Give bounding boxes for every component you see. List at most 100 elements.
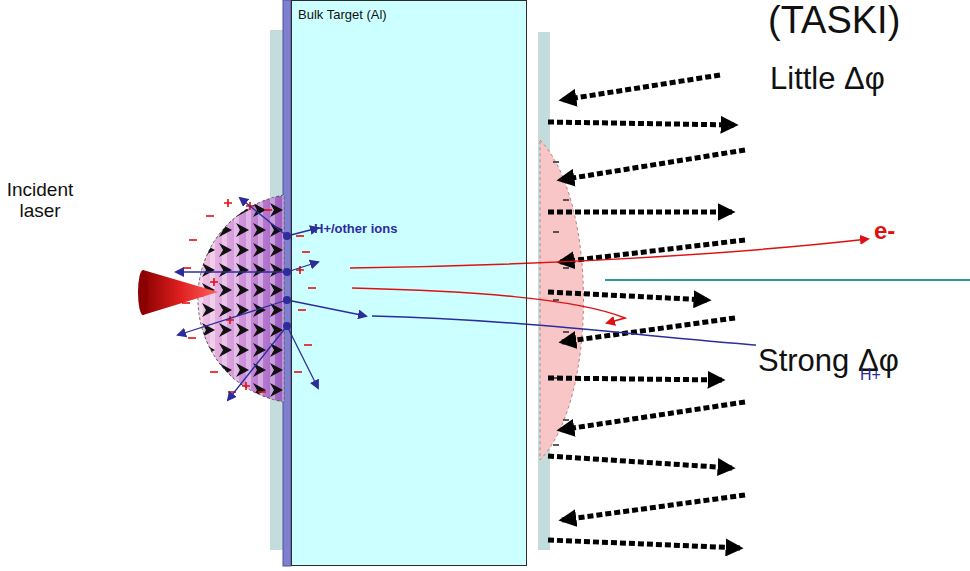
proton-label: H+ [860,366,881,384]
plasma-wave-symbol [236,283,249,297]
plasma-wave-symbol [219,243,232,257]
charge-sign [189,239,197,241]
plasma-wave-symbol [270,223,283,237]
plasma-wave-symbol [202,263,215,277]
field-arrow [548,122,735,125]
plasma-wave-symbol [270,383,283,397]
plasma-wave-symbol [236,383,249,397]
ion-arrow [176,271,287,272]
plasma-wave-symbol [253,363,266,377]
plasma-wave-symbol [219,363,232,377]
charge-sign [308,287,316,289]
plasma-wave-symbol [236,243,249,257]
charge-sign [224,199,232,207]
plasma-wave-symbol [219,383,232,397]
charge-sign [296,235,304,237]
plasma-wave-symbol [236,403,249,417]
plasma-pattern [198,190,287,417]
plasma-stripe [222,190,227,410]
heading-tag: (TASKI) [768,0,900,42]
plasma-wave-symbol [236,263,249,277]
field-arrow [548,378,722,380]
charge-sign [242,382,250,390]
plasma-wave-symbol [270,263,283,277]
ion-arrow [240,198,287,236]
plasma-wave-symbol [219,303,232,317]
field-arrow [560,240,745,262]
charge-signs [182,162,569,445]
plasma-wave-symbol [270,243,283,257]
ion-arrow [228,326,287,400]
field-arrow [560,150,745,180]
field-arrow [548,456,732,468]
charge-sign [210,371,218,373]
field-arrow [560,402,745,430]
laser-label: Incident laser [2,180,78,222]
charge-sign [563,267,569,269]
charge-sign [298,309,306,311]
charge-sign [188,337,196,339]
plasma-wave-symbol [219,283,232,297]
plasma-wave-symbol [236,343,249,357]
plasma-stripe [258,190,263,410]
field-arrow [562,75,720,100]
charge-sign [553,161,559,163]
front-contaminant-layer [270,30,283,550]
charge-sign [294,371,302,373]
charge-sign [553,299,559,301]
plasma-wave-symbol [270,283,283,297]
plasma-wave-symbol [202,383,215,397]
plasma-wave-symbol [253,403,266,417]
plasma-wave-symbol [219,343,232,357]
plasma-stripe [210,190,215,410]
laser-cone-base [138,270,148,315]
charge-sign [264,209,272,211]
field-arrow [562,495,745,520]
plasma-wave-symbol [219,323,232,337]
plasma-wave-symbol [253,383,266,397]
plasma-wave-symbol [253,223,266,237]
plasma-stripe [234,190,239,410]
charge-sign [210,278,218,286]
plasma-wave-symbol [236,323,249,337]
field-label: Little Δφ [768,62,887,96]
plasma-wave-symbol [270,363,283,377]
plasma-wave-symbol [253,263,266,277]
plasma-wave-symbol [270,403,283,417]
ion-arrow [287,300,366,316]
plasma-wave-symbol [253,283,266,297]
laser-cone [143,270,218,315]
charge-sign [553,231,559,233]
charge-sign [258,391,266,393]
ion-dot [283,232,291,240]
plasma-wave-symbol [202,303,215,317]
field-arrows [548,75,745,548]
plasma-wave-symbol [219,263,232,277]
plasma-wave-symbol [219,403,232,417]
charge-sign [553,444,559,446]
field-arrow [548,540,740,548]
plasma-wave-symbol [270,323,283,337]
plasma-wave-symbol [202,203,215,217]
ion-dot [283,296,291,304]
axis-line [605,279,970,281]
plasma-wave-symbol [236,363,249,377]
charge-sign [304,344,312,346]
target-bulk-fill [291,0,527,566]
field-arrow [548,292,708,300]
charge-sign [563,331,569,333]
ion-arrow [178,300,287,335]
plasma-wave-symbol [253,323,266,337]
plasma-wave-symbol [253,243,266,257]
plasma-wave-symbol [202,403,215,417]
ion-dot [283,322,291,330]
plasma-wave-symbol [202,243,215,257]
charge-sign [206,215,214,217]
plasma-wave-symbol [202,343,215,357]
plasma-wave-symbol [219,223,232,237]
field-arrow [548,210,732,215]
electron-return-track [352,288,625,323]
electron-label: e- [874,218,895,244]
ion-label: H+/other ions [314,222,397,236]
